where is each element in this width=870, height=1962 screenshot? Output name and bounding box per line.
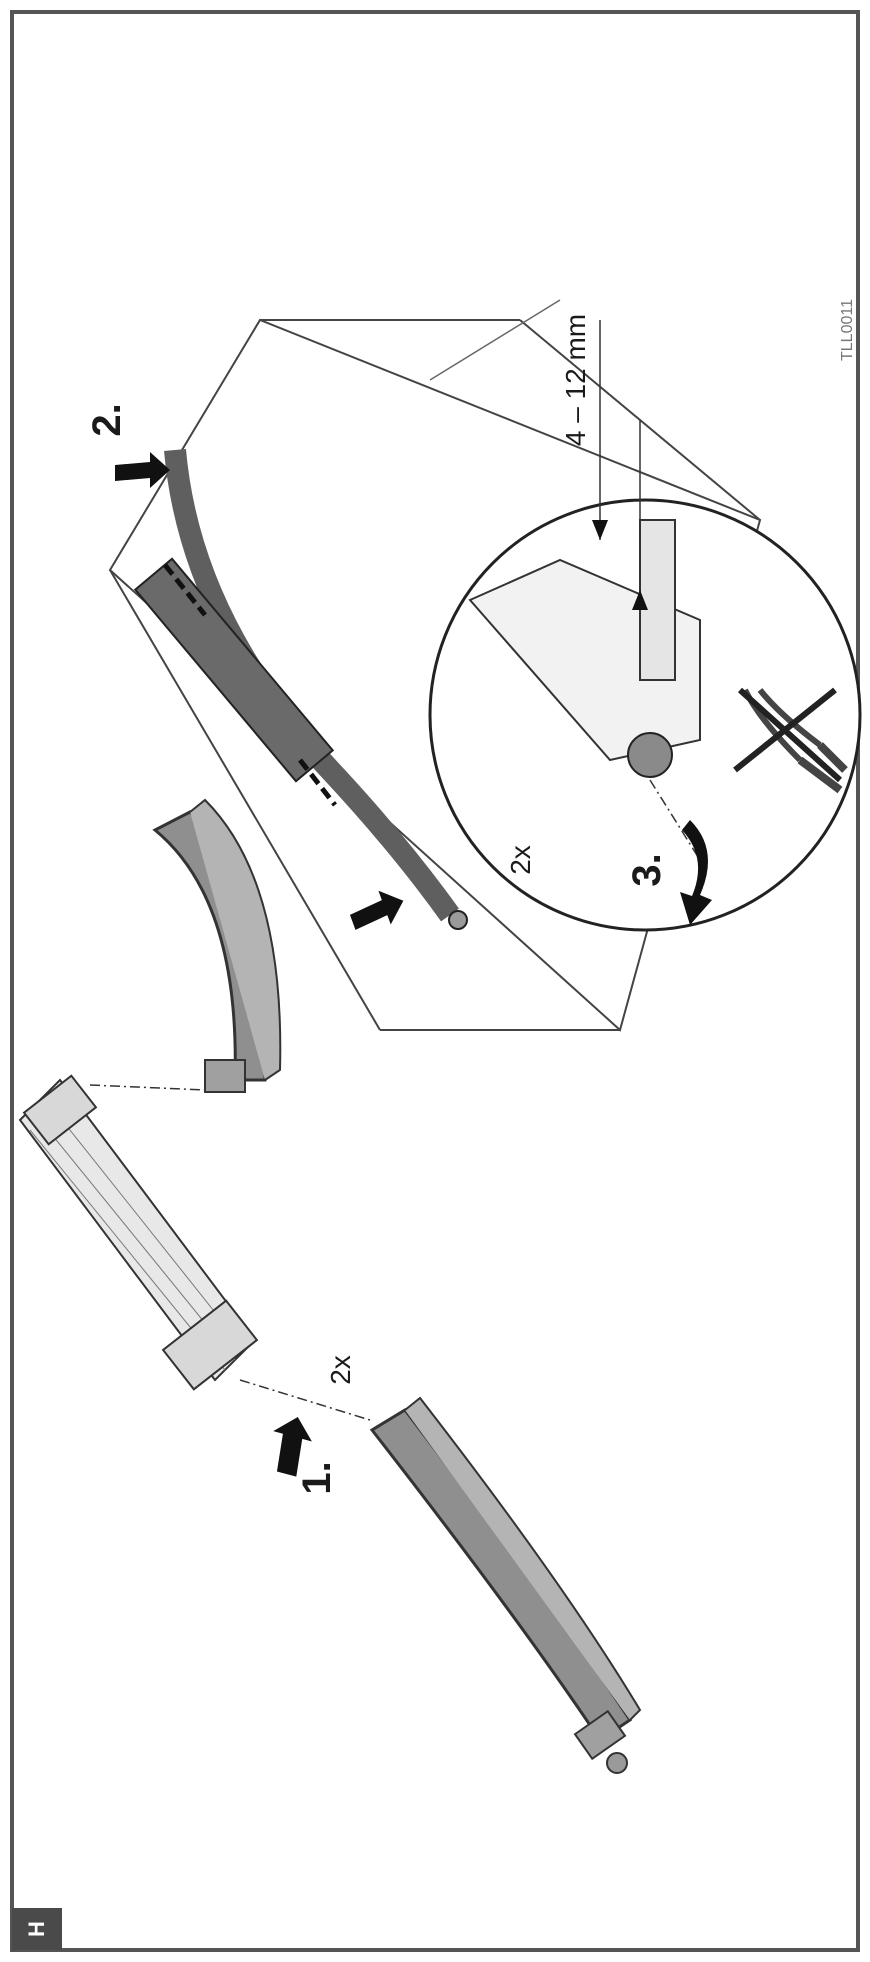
- adjust-knob-icon: [627, 732, 673, 778]
- step-2-label: 2.: [85, 403, 129, 436]
- dimension-label: 4 – 12 mm: [560, 314, 591, 446]
- alignment-line-upper: [89, 1084, 206, 1091]
- step-3-label: 3.: [625, 853, 669, 886]
- dimension-callout: [592, 320, 648, 610]
- page-border: [10, 10, 860, 1952]
- knob-count-label: 2x: [505, 845, 536, 875]
- mounted-lamp: [133, 449, 468, 930]
- push-arrow-icon: [115, 452, 170, 488]
- section-label: H: [24, 1921, 49, 1937]
- push-arrow-icon: [273, 1417, 312, 1477]
- end-cap-lower: [369, 1396, 642, 1774]
- endcap-count-label: 2x: [325, 1355, 356, 1385]
- drawing-code: TLL0011: [839, 299, 856, 361]
- dimension-arrow-icon: [592, 520, 608, 540]
- step-1-label: 1.: [295, 1461, 339, 1494]
- knob-icon: [448, 910, 468, 930]
- end-cap-upper: [152, 798, 282, 1093]
- no-pliers-icon: [733, 687, 848, 794]
- lamp-tube: [18, 1074, 259, 1391]
- detail-magnifier: [428, 498, 862, 932]
- mounting-box: [108, 299, 762, 1032]
- rotate-arrow-icon: [680, 820, 712, 925]
- section-tab: H: [12, 1908, 62, 1950]
- knob-icon: [606, 1752, 628, 1774]
- slide-arrow-icon: [163, 563, 337, 807]
- alignment-line-lower: [239, 1379, 371, 1421]
- dimension-arrow-icon: [632, 590, 648, 610]
- push-arrow-icon: [349, 890, 404, 930]
